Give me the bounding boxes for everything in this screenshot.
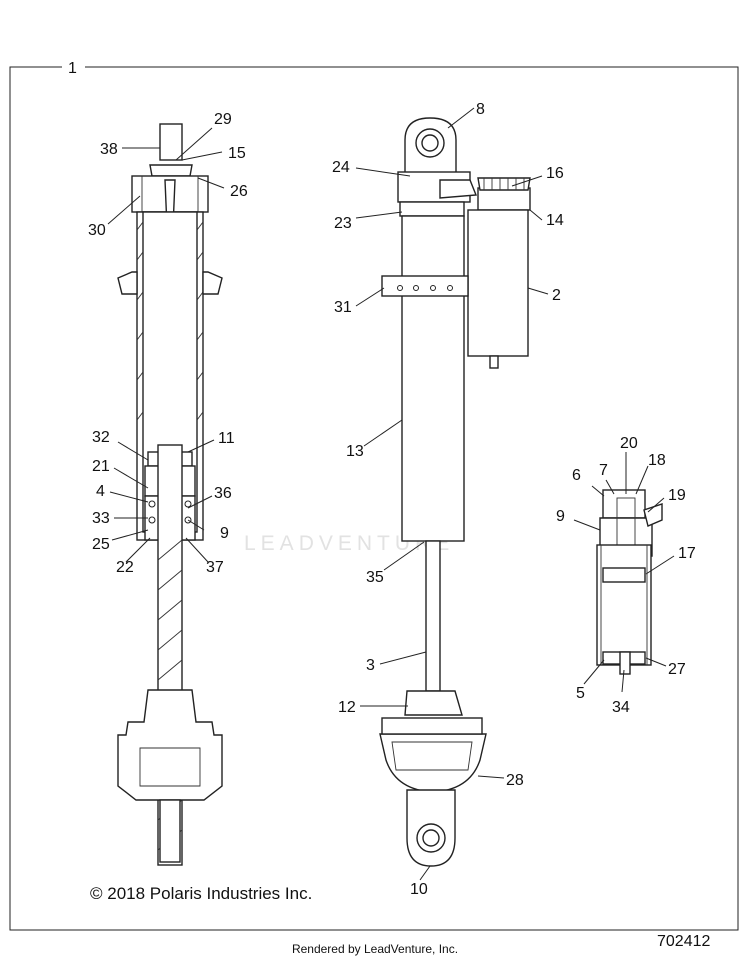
callout-28: 28 [506,772,524,789]
copyright-notice: © 2018 Polaris Industries Inc. [90,884,313,903]
callout-34: 34 [612,699,630,716]
callout-18: 18 [648,452,666,469]
callout-16: 16 [546,165,564,182]
callout-26: 26 [230,183,248,200]
callout-4: 4 [96,483,105,500]
callout-32: 32 [92,429,110,446]
callout-1: 1 [68,60,77,77]
callout-29: 29 [214,111,232,128]
rendered-by-footer: Rendered by LeadVenture, Inc. [291,942,459,956]
diagram-frame [9,66,739,931]
callout-33: 33 [92,510,110,527]
callout-17: 17 [678,545,696,562]
leader-lines [107,107,675,881]
callout-23: 23 [334,215,352,232]
callout-22: 22 [116,559,134,576]
callout-10: 10 [410,881,428,898]
callout-8: 8 [476,101,485,118]
shock-assembly [379,117,531,867]
callout-2: 2 [552,287,561,304]
callout-21: 21 [92,458,110,475]
callout-35: 35 [366,569,384,586]
callout-5: 5 [576,685,585,702]
callout-6: 6 [572,467,581,484]
callout-13: 13 [346,443,364,460]
callout-12: 12 [338,699,356,716]
callout-3: 3 [366,657,375,674]
callout-30: 30 [88,222,106,239]
callout-36: 36 [214,485,232,502]
callout-9-left: 9 [220,525,229,542]
callout-15: 15 [228,145,246,162]
watermark: LEADVENTURE [244,532,455,555]
callout-25: 25 [92,536,110,553]
callout-37: 37 [206,559,224,576]
callout-14: 14 [546,212,564,229]
callout-7: 7 [599,462,608,479]
callout-31: 31 [334,299,352,316]
callout-27: 27 [668,661,686,678]
callout-19: 19 [668,487,686,504]
callout-20: 20 [620,435,638,452]
drawing-number: 702412 [657,933,711,950]
shock-cross-section [117,123,223,866]
callout-9-right: 9 [556,508,565,525]
callout-11: 11 [218,430,235,447]
reservoir-cross-section [596,489,663,675]
callout-38: 38 [100,141,118,158]
callout-24: 24 [332,159,350,176]
